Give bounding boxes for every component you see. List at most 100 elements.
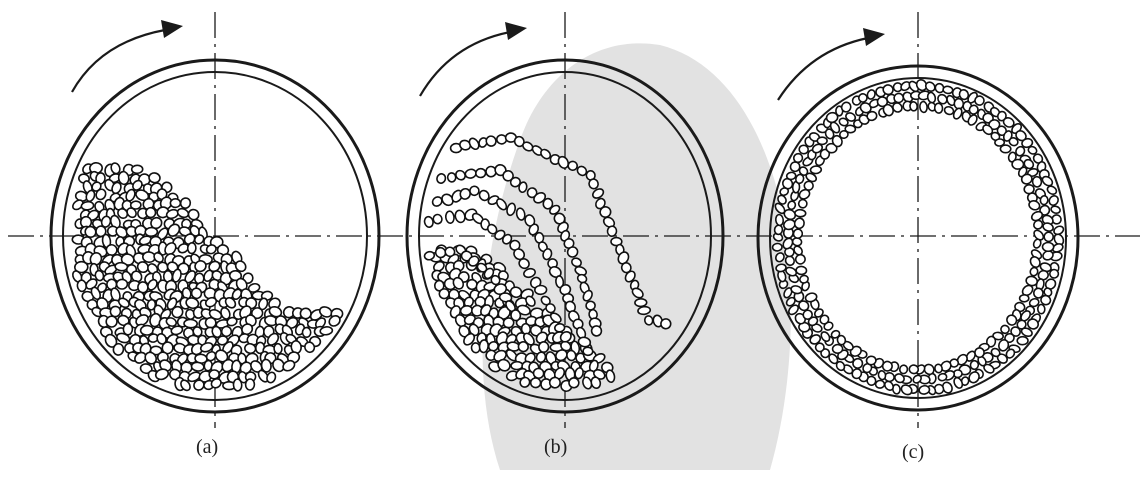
grinding-ball [167, 223, 181, 237]
grinding-ball [519, 376, 531, 388]
grinding-ball [577, 336, 592, 348]
grinding-ball [459, 187, 471, 200]
panel-label-c: (c) [902, 441, 924, 463]
grinding-ball [117, 297, 130, 309]
grinding-ball [549, 204, 561, 215]
grinding-ball [918, 384, 931, 395]
grinding-ball [924, 81, 936, 92]
grinding-ball [783, 208, 797, 221]
grinding-ball [809, 334, 822, 345]
grinding-ball [169, 197, 182, 209]
grinding-ball [1048, 195, 1059, 206]
grinding-ball [912, 374, 922, 384]
grinding-ball [509, 176, 521, 188]
grinding-ball [170, 325, 184, 336]
grinding-ball [542, 197, 554, 210]
grinding-ball [1042, 222, 1054, 232]
grinding-ball [617, 251, 630, 265]
grinding-ball [1029, 256, 1041, 268]
grinding-ball [232, 378, 243, 392]
mill-shell-inner-c [769, 77, 1067, 399]
grinding-ball [105, 243, 118, 257]
grinding-ball [999, 144, 1012, 154]
rotation-arrow-icon [71, 28, 166, 93]
grinding-ball [518, 258, 530, 270]
grinding-ball [811, 143, 824, 154]
grinding-ball [788, 304, 799, 316]
grinding-ball [1028, 200, 1041, 211]
grinding-ball [1033, 219, 1044, 230]
grinding-ball [968, 104, 979, 115]
panel-b: (b) [405, 12, 725, 458]
grinding-ball [1018, 293, 1030, 303]
grinding-ball [898, 364, 909, 375]
grinding-ball [150, 216, 163, 230]
grinding-ball [74, 260, 89, 274]
grinding-ball [208, 369, 220, 380]
grinding-ball [792, 228, 804, 239]
grinding-ball [468, 323, 480, 337]
grinding-ball [187, 208, 200, 221]
grinding-ball [1020, 327, 1033, 338]
grinding-ball [785, 171, 797, 181]
grinding-ball [560, 229, 571, 242]
grinding-ball [231, 288, 243, 301]
grinding-ball [139, 363, 153, 375]
grinding-ball [434, 246, 447, 259]
grinding-ball [1037, 269, 1049, 281]
grinding-ball [1021, 137, 1034, 149]
rotation-arrow-icon [777, 36, 869, 101]
grinding-ball [923, 363, 935, 376]
ball-charge-c [771, 79, 1065, 396]
grinding-ball [990, 347, 1001, 358]
grinding-ball [793, 245, 803, 256]
mill-shell-outer-a [49, 58, 381, 414]
grinding-ball [631, 287, 644, 299]
grinding-ball [828, 353, 839, 365]
rotation-arrow-head [505, 22, 527, 40]
grinding-ball [969, 359, 980, 371]
grinding-ball [1043, 287, 1053, 297]
grinding-ball [423, 250, 436, 261]
grinding-ball [204, 296, 218, 308]
grinding-ball [829, 121, 841, 134]
grinding-ball [858, 93, 868, 103]
mill-shell-inner-b [418, 71, 712, 401]
grinding-ball [605, 369, 616, 384]
grinding-ball [1007, 151, 1017, 163]
grinding-ball [433, 279, 445, 292]
grinding-ball [1050, 205, 1061, 214]
grinding-ball [523, 267, 536, 279]
grinding-ball [576, 273, 588, 284]
grinding-ball [942, 85, 954, 95]
grinding-ball [452, 276, 465, 290]
grinding-ball [132, 179, 143, 191]
grinding-ball [534, 284, 548, 296]
grinding-ball [831, 134, 843, 148]
grinding-ball [548, 376, 561, 389]
grinding-ball [241, 323, 254, 336]
grinding-ball [487, 340, 499, 352]
grinding-ball [535, 351, 547, 364]
rotation-arrow-head [863, 28, 885, 46]
rotation-arrow-head [161, 20, 183, 38]
grinding-ball [1040, 294, 1052, 306]
grinding-ball [866, 110, 878, 122]
grinding-ball [809, 165, 823, 175]
grinding-ball [799, 274, 809, 284]
grinding-ball [793, 217, 805, 230]
grinding-ball [571, 257, 582, 268]
grinding-ball [469, 185, 480, 197]
grinding-ball [866, 375, 877, 386]
grinding-ball [76, 279, 88, 293]
grinding-ball [234, 260, 247, 273]
grinding-ball [145, 206, 157, 219]
grinding-ball [180, 361, 193, 374]
grinding-ball [130, 270, 143, 283]
grinding-ball [478, 339, 489, 354]
grinding-ball [998, 338, 1010, 352]
grinding-ball [1051, 214, 1062, 225]
grinding-ball [804, 292, 818, 303]
rotation-arrow-icon [419, 30, 511, 97]
